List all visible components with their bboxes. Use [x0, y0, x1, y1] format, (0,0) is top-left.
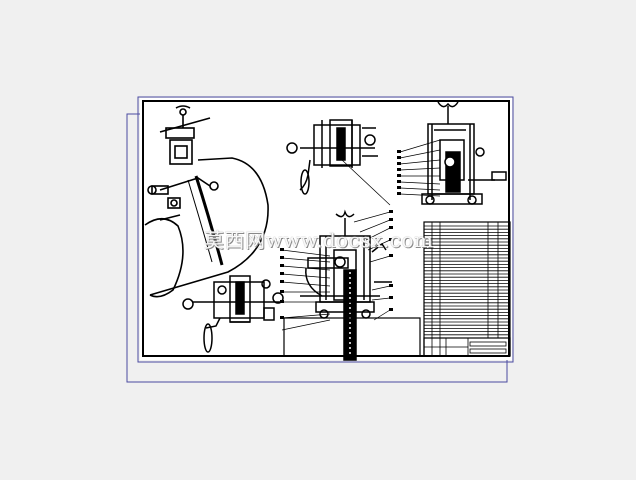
title-block — [423, 337, 511, 357]
side-view-balloons — [397, 150, 401, 195]
outer-frame-front — [137, 96, 514, 363]
parts-list-table — [283, 221, 511, 357]
front-elevation-view — [286, 119, 391, 206]
lower-assembly-view — [182, 275, 284, 353]
center-assembly-view — [281, 209, 392, 361]
side-elevation-view — [399, 101, 507, 205]
pipe-with-clamp-view — [144, 105, 269, 298]
watermark-text: 莫西网www.docsx.com — [204, 228, 434, 252]
center-view-balloons — [280, 210, 393, 319]
